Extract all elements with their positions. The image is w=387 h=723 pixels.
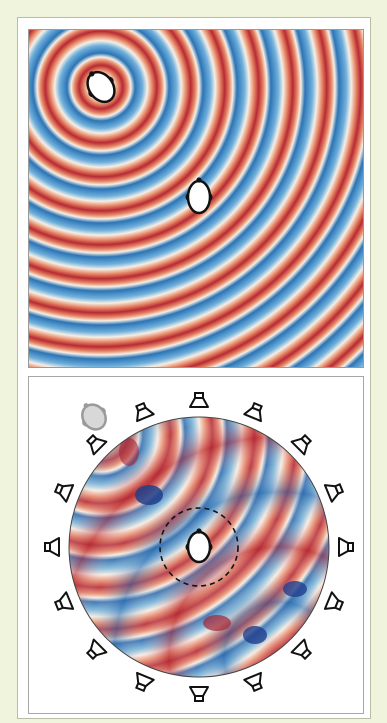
figure-frame	[17, 17, 371, 719]
loudspeaker-icon	[290, 433, 313, 456]
loudspeaker-icon	[323, 483, 345, 503]
virtual-source-ghost-head	[81, 403, 107, 431]
loudspeaker-icon	[135, 401, 155, 423]
loudspeaker-array-svg	[44, 392, 354, 702]
loudspeaker-icon	[53, 591, 75, 611]
loudspeaker-icon	[338, 537, 354, 557]
loudspeaker-ring	[44, 392, 354, 702]
loudspeaker-icon	[85, 638, 108, 661]
loudspeaker-icon	[243, 671, 263, 693]
listener-head-center	[185, 528, 213, 564]
array-boundary	[68, 416, 330, 678]
listening-zone-circle	[159, 507, 239, 587]
loudspeaker-icon	[290, 638, 313, 661]
loudspeaker-icon	[323, 591, 345, 611]
wave-field-svg	[29, 30, 363, 367]
sound-field-disc	[69, 417, 329, 677]
loudspeaker-icon	[189, 392, 209, 408]
loudspeaker-icon	[53, 483, 75, 503]
source-head-top-left	[86, 70, 116, 104]
loudspeaker-array-panel	[28, 376, 364, 714]
wave-field-panel-top	[28, 29, 364, 368]
loudspeaker-icon	[44, 537, 60, 557]
loudspeaker-icon	[189, 686, 209, 702]
loudspeaker-icon	[243, 401, 263, 423]
source-head-center	[185, 177, 213, 215]
loudspeaker-icon	[135, 671, 155, 693]
loudspeaker-icon	[85, 433, 108, 456]
